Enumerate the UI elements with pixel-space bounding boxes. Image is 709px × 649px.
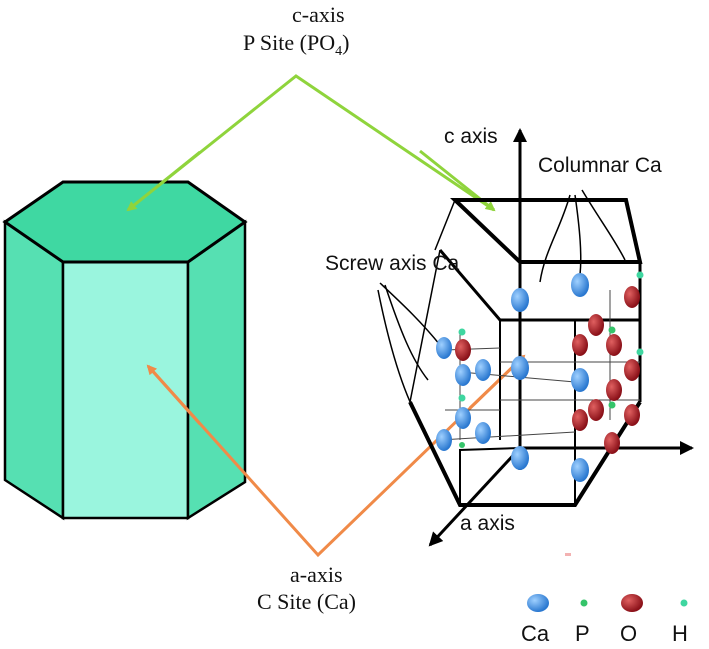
legend-p-label: P — [575, 621, 590, 646]
c-axis-text: c axis — [444, 125, 498, 148]
c-site-label: C Site (Ca) — [257, 589, 356, 614]
a-axis-line — [428, 446, 522, 547]
atoms-layer — [436, 271, 644, 482]
prism-top-face — [2, 180, 248, 264]
screw-axis-ca-label: Screw axis Ca — [325, 252, 460, 275]
legend-o-label: O — [620, 621, 637, 646]
a-axis-text: a axis — [460, 512, 515, 535]
decor-mark — [565, 553, 571, 556]
legend-h-symbol — [680, 599, 688, 607]
legend-ca-symbol — [527, 594, 549, 612]
p-h-atoms — [458, 271, 644, 448]
ca-atoms — [436, 273, 589, 482]
legend-ca-label: Ca — [521, 621, 550, 646]
legend-h-label: H — [672, 621, 688, 646]
legend-p-symbol — [580, 599, 588, 607]
o-atoms — [455, 286, 640, 454]
prism-right-face — [186, 219, 247, 521]
columnar-ca-label: Columnar Ca — [538, 154, 662, 177]
atom-legend: Ca P O H — [521, 594, 688, 646]
prism-left-face — [3, 219, 65, 521]
p-site-label: P Site (PO4) — [243, 30, 349, 59]
a-axis-label: a-axis — [290, 562, 343, 587]
crystal-lattice — [377, 128, 694, 547]
legend-o-symbol — [621, 594, 643, 612]
hexagonal-prism — [2, 180, 248, 521]
c-axis-label: c-axis — [292, 2, 345, 27]
